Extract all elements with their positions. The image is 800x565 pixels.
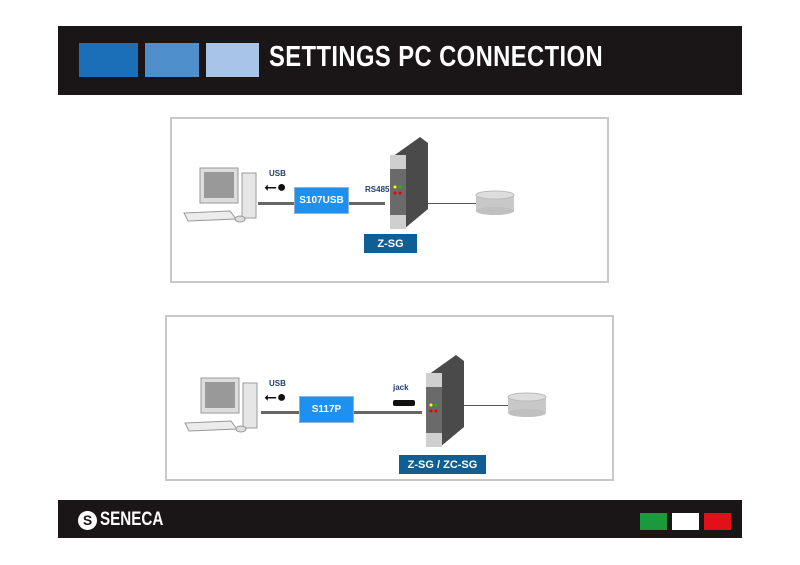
usb-cable [258,202,294,205]
sensor-cable [464,405,509,406]
usb-label: USB [269,169,286,178]
sensor-icon [507,392,547,417]
header-square-3 [206,43,259,77]
converter-s107usb: S107USB [294,187,349,214]
pc-icon [183,167,257,223]
header-square-2 [145,43,199,77]
module-icon [426,355,464,447]
sensor-cable [428,203,476,204]
page-title: SETTINGS PC CONNECTION [269,41,604,73]
diagram-panel-1: USB ⭠● S107USB RS485 Z-SG [170,117,609,283]
logo-text: SENECA [100,509,164,530]
rs485-label: RS485 [365,185,390,194]
pc-icon [184,377,258,433]
flag-red [704,513,731,530]
footer-bar: S SENECA [58,500,742,538]
logo-s-icon: S [78,510,97,530]
diagram-panel-2: USB ⭠● S117P jack Z-SG / ZC-SG [165,315,614,481]
seneca-logo: S SENECA [78,509,179,531]
usb-icon: ⭠● [264,179,287,196]
flag-green [640,513,667,530]
flag-white [672,513,699,530]
jack-label: jack [393,383,409,392]
usb-label: USB [269,379,286,388]
module-label: Z-SG / ZC-SG [399,455,486,474]
converter-s117p: S117P [299,396,354,423]
sensor-icon [475,190,515,215]
usb-icon: ⭠● [264,389,287,406]
rs485-cable [349,202,385,205]
module-label: Z-SG [364,234,417,253]
header-square-1 [79,43,138,77]
jack-plug-icon [393,400,415,406]
usb-cable [261,411,299,414]
module-icon [390,137,428,229]
jack-cable [354,411,422,414]
header-bar: SETTINGS PC CONNECTION [58,26,742,95]
